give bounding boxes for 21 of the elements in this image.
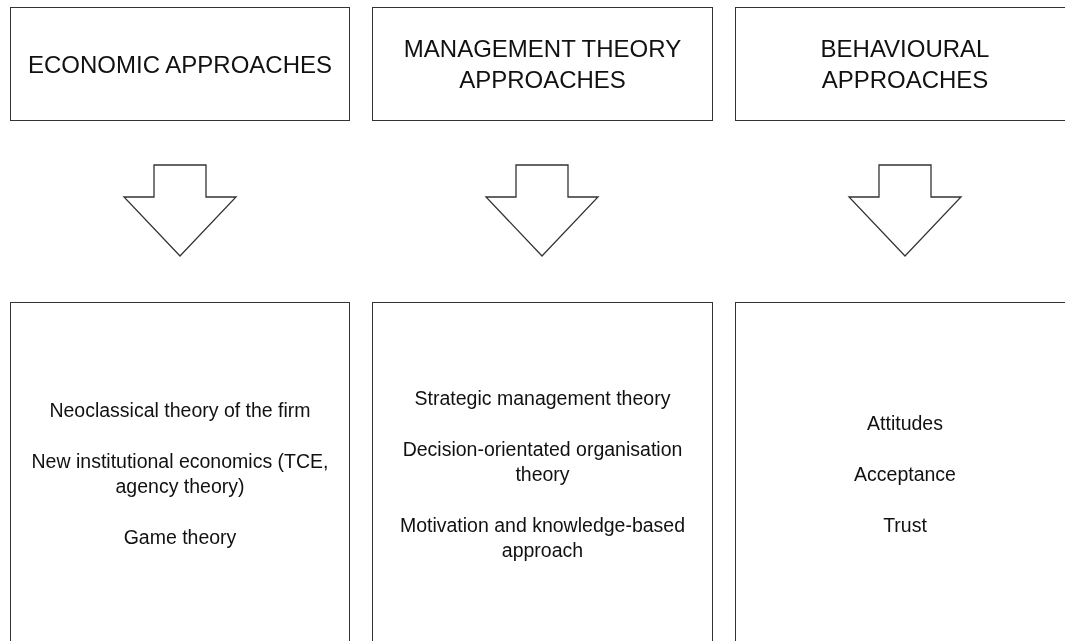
list-item-text: Strategic management theory: [414, 385, 671, 411]
heading-text: BEHAVIOURAL APPROACHES: [819, 34, 991, 95]
heading-box: [735, 7, 1065, 121]
heading-box: [10, 7, 350, 121]
list-item-text: Attitudes: [867, 410, 943, 436]
list-item-text: Trust: [883, 512, 927, 538]
block-arrow: [484, 164, 600, 257]
content-box: [10, 302, 350, 641]
block-arrow: [122, 164, 238, 257]
list-item-text: New institutional economics (TCE, agency theory): [30, 449, 330, 499]
list-item-text: Game theory: [123, 525, 237, 550]
list-item-text: Neoclassical theory of the firm: [49, 398, 311, 423]
heading-text: MANAGEMENT THEORY APPROACHES: [402, 34, 683, 95]
block-arrow: [847, 164, 963, 257]
list-item-text: Motivation and knowledge-based approach: [398, 512, 687, 563]
heading-text: ECONOMIC APPROACHES: [27, 49, 333, 80]
content-box: [735, 302, 1065, 641]
list-item-text: Decision-orientated organisation theory: [401, 436, 684, 487]
list-item-text: Acceptance: [854, 461, 956, 487]
heading-box: [372, 7, 713, 121]
content-box: [372, 302, 713, 641]
